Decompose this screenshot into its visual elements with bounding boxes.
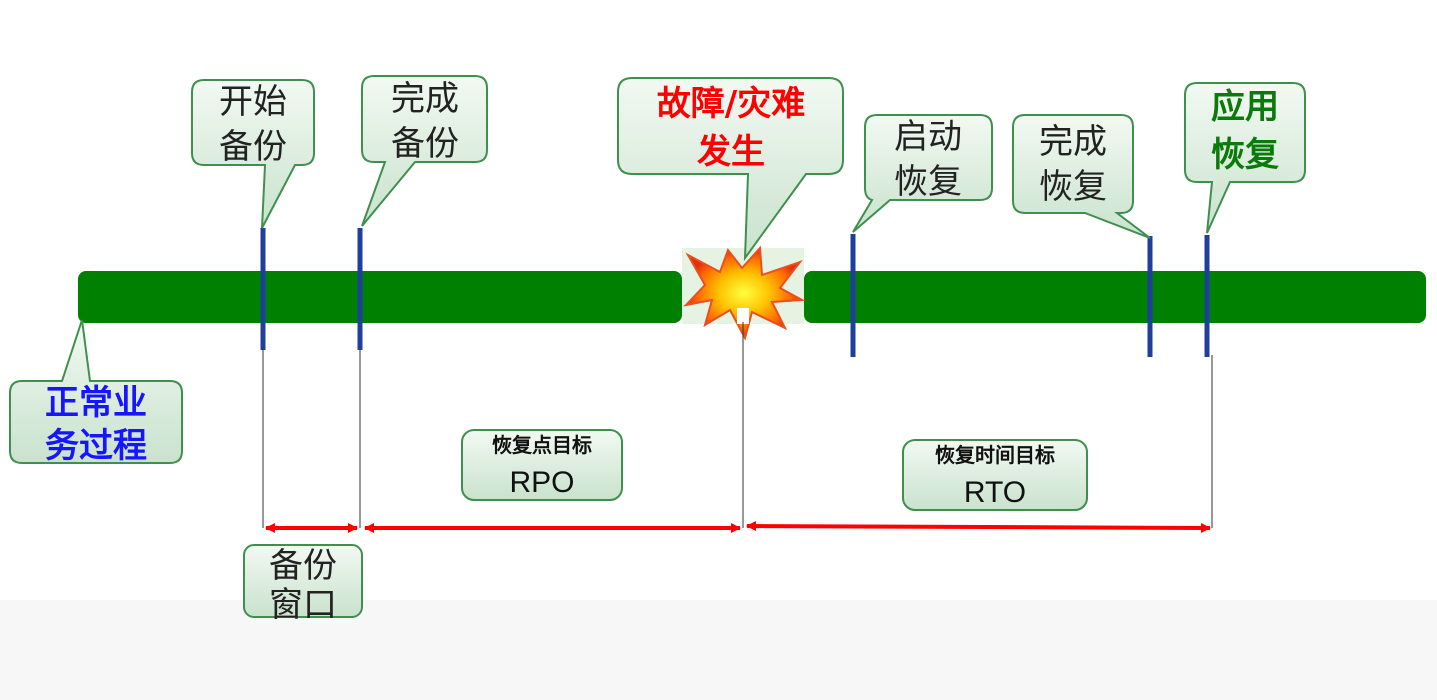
finish-backup-line1: 完成 <box>391 79 459 119</box>
disaster-line1: 故障/灾难 <box>657 84 805 124</box>
timeline-bar-right <box>804 271 1426 323</box>
app-recovery-line1: 应用 <box>1211 87 1279 127</box>
explosion-icon <box>682 245 806 341</box>
callout-finish-backup <box>361 75 488 227</box>
callout-finish-recovery <box>1012 114 1151 239</box>
rpo-title: 恢复点目标 <box>492 433 592 457</box>
app-recovery-line2: 恢复 <box>1211 135 1279 175</box>
rto-abbr: RTO <box>964 476 1026 509</box>
rpo-label-box <box>461 429 623 501</box>
callout-disaster <box>617 77 844 262</box>
normal-business-line1: 正常业 <box>45 383 147 423</box>
rto-title: 恢复时间目标 <box>935 443 1055 467</box>
rto-label-box <box>902 439 1088 511</box>
rpo-abbr: RPO <box>509 466 574 499</box>
finish-recovery-line2: 恢复 <box>1039 167 1107 207</box>
event-markers <box>260 228 1210 357</box>
start-backup-line1: 开始 <box>219 82 287 122</box>
start-recovery-line1: 启动 <box>894 117 962 157</box>
callout-normal-business <box>9 319 183 464</box>
timeline-bar-left <box>78 271 682 323</box>
guide-lines <box>262 322 1213 528</box>
start-recovery-line2: 恢复 <box>894 162 962 202</box>
backup-window-label-box <box>243 544 363 618</box>
backup-window-line1: 备份 <box>269 546 337 586</box>
finish-recovery-line1: 完成 <box>1039 122 1107 162</box>
normal-business-line2: 务过程 <box>45 426 147 466</box>
disaster-line2: 发生 <box>697 132 765 172</box>
callout-app-recovery <box>1184 82 1306 234</box>
callout-start-recovery <box>852 114 993 233</box>
finish-backup-line2: 备份 <box>391 124 459 164</box>
start-backup-line2: 备份 <box>219 127 287 167</box>
backup-window-line2: 窗口 <box>269 585 337 625</box>
callout-start-backup <box>191 79 315 229</box>
rto-arrow <box>746 521 1211 533</box>
interval-arrows <box>265 521 1211 533</box>
